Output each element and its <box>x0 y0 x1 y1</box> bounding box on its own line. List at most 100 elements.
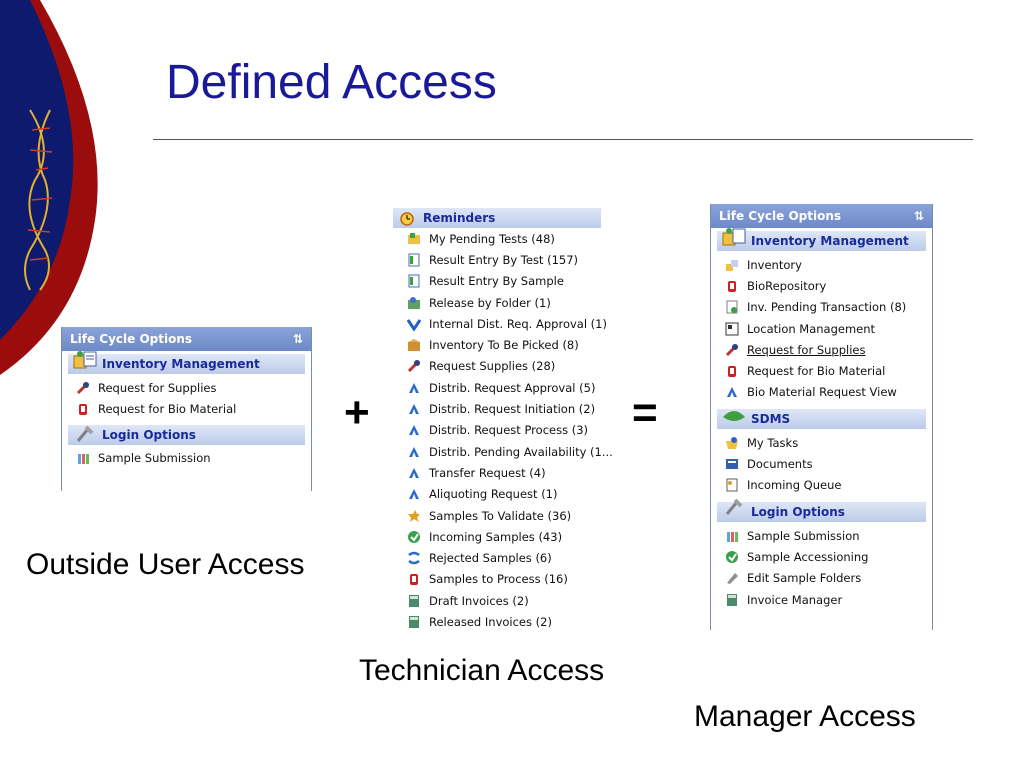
menu-item-distrib-request-initiation-2[interactable]: Distrib. Request Initiation (2) <box>393 398 601 419</box>
menu-item-sample-submission[interactable]: Sample Submission <box>62 448 311 469</box>
menu-item-my-pending-tests-48[interactable]: My Pending Tests (48) <box>393 228 601 249</box>
result-entry-icon <box>407 274 421 288</box>
approve-check-icon <box>407 317 421 331</box>
menu-item-distrib-pending-availability-1[interactable]: Distrib. Pending Availability (1... <box>393 441 613 462</box>
menu-item-label: Request for Bio Material <box>747 364 886 379</box>
menu-item-distrib-request-process-3[interactable]: Distrib. Request Process (3) <box>393 420 601 441</box>
menu-item-label: Result Entry By Test (157) <box>429 252 579 267</box>
menu-item-rejected-samples-6[interactable]: Rejected Samples (6) <box>393 547 601 568</box>
menu-item-inventory[interactable]: Inventory <box>711 254 932 275</box>
reminders-header[interactable]: Reminders <box>393 208 601 228</box>
group-title: Inventory Management <box>102 357 260 371</box>
menu-item-label: Request Supplies (28) <box>429 359 556 374</box>
menu-item-internal-dist-req-approval-1[interactable]: Internal Dist. Req. Approval (1) <box>393 313 607 334</box>
menu-item-label: Draft Invoices (2) <box>429 593 529 608</box>
menu-item-biorepository[interactable]: BioRepository <box>711 275 932 296</box>
supplies-icon <box>725 343 739 357</box>
menu-item-label: Incoming Queue <box>747 478 842 493</box>
group-login-options[interactable]: Login Options <box>68 424 305 445</box>
menu-item-edit-sample-folders[interactable]: Edit Sample Folders <box>711 568 932 589</box>
group-sdms[interactable]: SDMS <box>717 409 926 430</box>
group-inventory-management[interactable]: Inventory Management <box>68 351 305 374</box>
group-title: SDMS <box>751 412 791 427</box>
menu-item-aliquoting-request-1[interactable]: Aliquoting Request (1) <box>393 484 601 505</box>
supplies-icon <box>407 359 421 373</box>
menu-item-location-management[interactable]: Location Management <box>711 318 932 339</box>
menu-item-label: Sample Submission <box>98 451 211 466</box>
menu-item-incoming-queue[interactable]: Incoming Queue <box>711 475 932 496</box>
life-cycle-header[interactable]: Life Cycle Options ⇅ <box>711 204 932 228</box>
folder-release-icon <box>407 296 421 310</box>
technician-panel: Reminders My Pending Tests (48) Result En… <box>393 208 613 636</box>
workflow-icon <box>407 445 421 459</box>
tests-icon <box>407 232 421 246</box>
menu-item-label: Request for Supplies <box>98 380 217 395</box>
menu-item-label: Sample Submission <box>747 528 860 543</box>
menu-item-samples-to-process-16[interactable]: Samples to Process (16) <box>393 569 601 590</box>
menu-item-documents[interactable]: Documents <box>711 453 932 474</box>
inventory-icon <box>73 351 97 369</box>
inventory-icon <box>722 228 746 246</box>
menu-item-inv-pending-transaction-8[interactable]: Inv. Pending Transaction (8) <box>711 297 932 318</box>
bio-material-icon <box>725 279 739 293</box>
menu-item-sample-submission[interactable]: Sample Submission <box>711 525 932 546</box>
caption-outside-user-access: Outside User Access <box>26 548 305 581</box>
equals-sign: = <box>632 388 658 437</box>
menu-item-label: Invoice Manager <box>747 592 843 607</box>
reminders-title: Reminders <box>423 211 496 225</box>
menu-item-samples-to-validate-36[interactable]: Samples To Validate (36) <box>393 505 601 526</box>
location-icon <box>725 322 739 336</box>
login-icon <box>76 425 94 442</box>
pending-transaction-icon <box>725 300 739 314</box>
menu-item-draft-invoices-2[interactable]: Draft Invoices (2) <box>393 590 601 611</box>
menu-item-label: Internal Dist. Req. Approval (1) <box>429 316 607 331</box>
menu-item-request-for-bio-material[interactable]: Request for Bio Material <box>711 360 932 381</box>
dna-decoration <box>0 0 98 375</box>
menu-item-label: Samples to Process (16) <box>429 572 568 587</box>
clock-icon <box>400 212 414 226</box>
menu-item-request-supplies[interactable]: Request for Supplies <box>62 377 311 398</box>
box-icon <box>407 338 421 352</box>
result-entry-icon <box>407 253 421 267</box>
edit-folder-icon <box>725 571 739 585</box>
menu-item-label: Inventory <box>747 257 802 272</box>
menu-item-sample-accessioning[interactable]: Sample Accessioning <box>711 546 932 567</box>
menu-item-invoice-manager[interactable]: Invoice Manager <box>711 589 932 610</box>
menu-item-transfer-request-4[interactable]: Transfer Request (4) <box>393 462 601 483</box>
menu-item-incoming-samples-43[interactable]: Incoming Samples (43) <box>393 526 601 547</box>
menu-item-label: Sample Accessioning <box>747 549 869 564</box>
workflow-icon <box>407 402 421 416</box>
menu-item-label: Distrib. Pending Availability (1... <box>429 444 613 459</box>
menu-item-label: Distrib. Request Approval (5) <box>429 380 596 395</box>
menu-item-label: BioRepository <box>747 278 827 293</box>
menu-item-result-entry-by-test-157[interactable]: Result Entry By Test (157) <box>393 249 601 270</box>
life-cycle-header[interactable]: Life Cycle Options ⇅ <box>62 327 311 351</box>
menu-item-label: Location Management <box>747 321 876 336</box>
menu-item-released-invoices-2[interactable]: Released Invoices (2) <box>393 611 601 632</box>
menu-item-label: Inv. Pending Transaction (8) <box>747 300 907 315</box>
menu-item-bio-material-request-view[interactable]: Bio Material Request View <box>711 382 932 403</box>
menu-item-result-entry-by-sample[interactable]: Result Entry By Sample <box>393 271 601 292</box>
validate-icon <box>407 509 421 523</box>
documents-icon <box>725 457 739 471</box>
menu-item-inventory-to-be-picked-8[interactable]: Inventory To Be Picked (8) <box>393 334 601 355</box>
menu-item-distrib-request-approval-5[interactable]: Distrib. Request Approval (5) <box>393 377 601 398</box>
menu-item-request-for-supplies[interactable]: Request for Supplies <box>711 339 932 360</box>
menu-item-label: Incoming Samples (43) <box>429 529 563 544</box>
sync-icon[interactable]: ⇅ <box>913 209 924 223</box>
group-inventory-management[interactable]: Inventory Management <box>717 228 926 251</box>
bio-material-icon <box>725 364 739 378</box>
menu-item-my-tasks[interactable]: My Tasks <box>711 432 932 453</box>
group-login-options[interactable]: Login Options <box>717 498 926 522</box>
menu-item-release-by-folder-1[interactable]: Release by Folder (1) <box>393 292 601 313</box>
group-title: Login Options <box>751 504 845 519</box>
menu-item-request-supplies-28[interactable]: Request Supplies (28) <box>393 356 601 377</box>
menu-item-request-bio-material[interactable]: Request for Bio Material <box>62 398 311 419</box>
menu-item-label: Edit Sample Folders <box>747 571 862 586</box>
workflow-icon <box>725 385 739 399</box>
menu-item-label: Release by Folder (1) <box>429 295 551 310</box>
calculator-icon <box>407 594 421 608</box>
slide-title: Defined Access <box>166 56 497 109</box>
menu-item-label: Request for Supplies <box>747 342 866 357</box>
sync-icon[interactable]: ⇅ <box>292 332 303 346</box>
